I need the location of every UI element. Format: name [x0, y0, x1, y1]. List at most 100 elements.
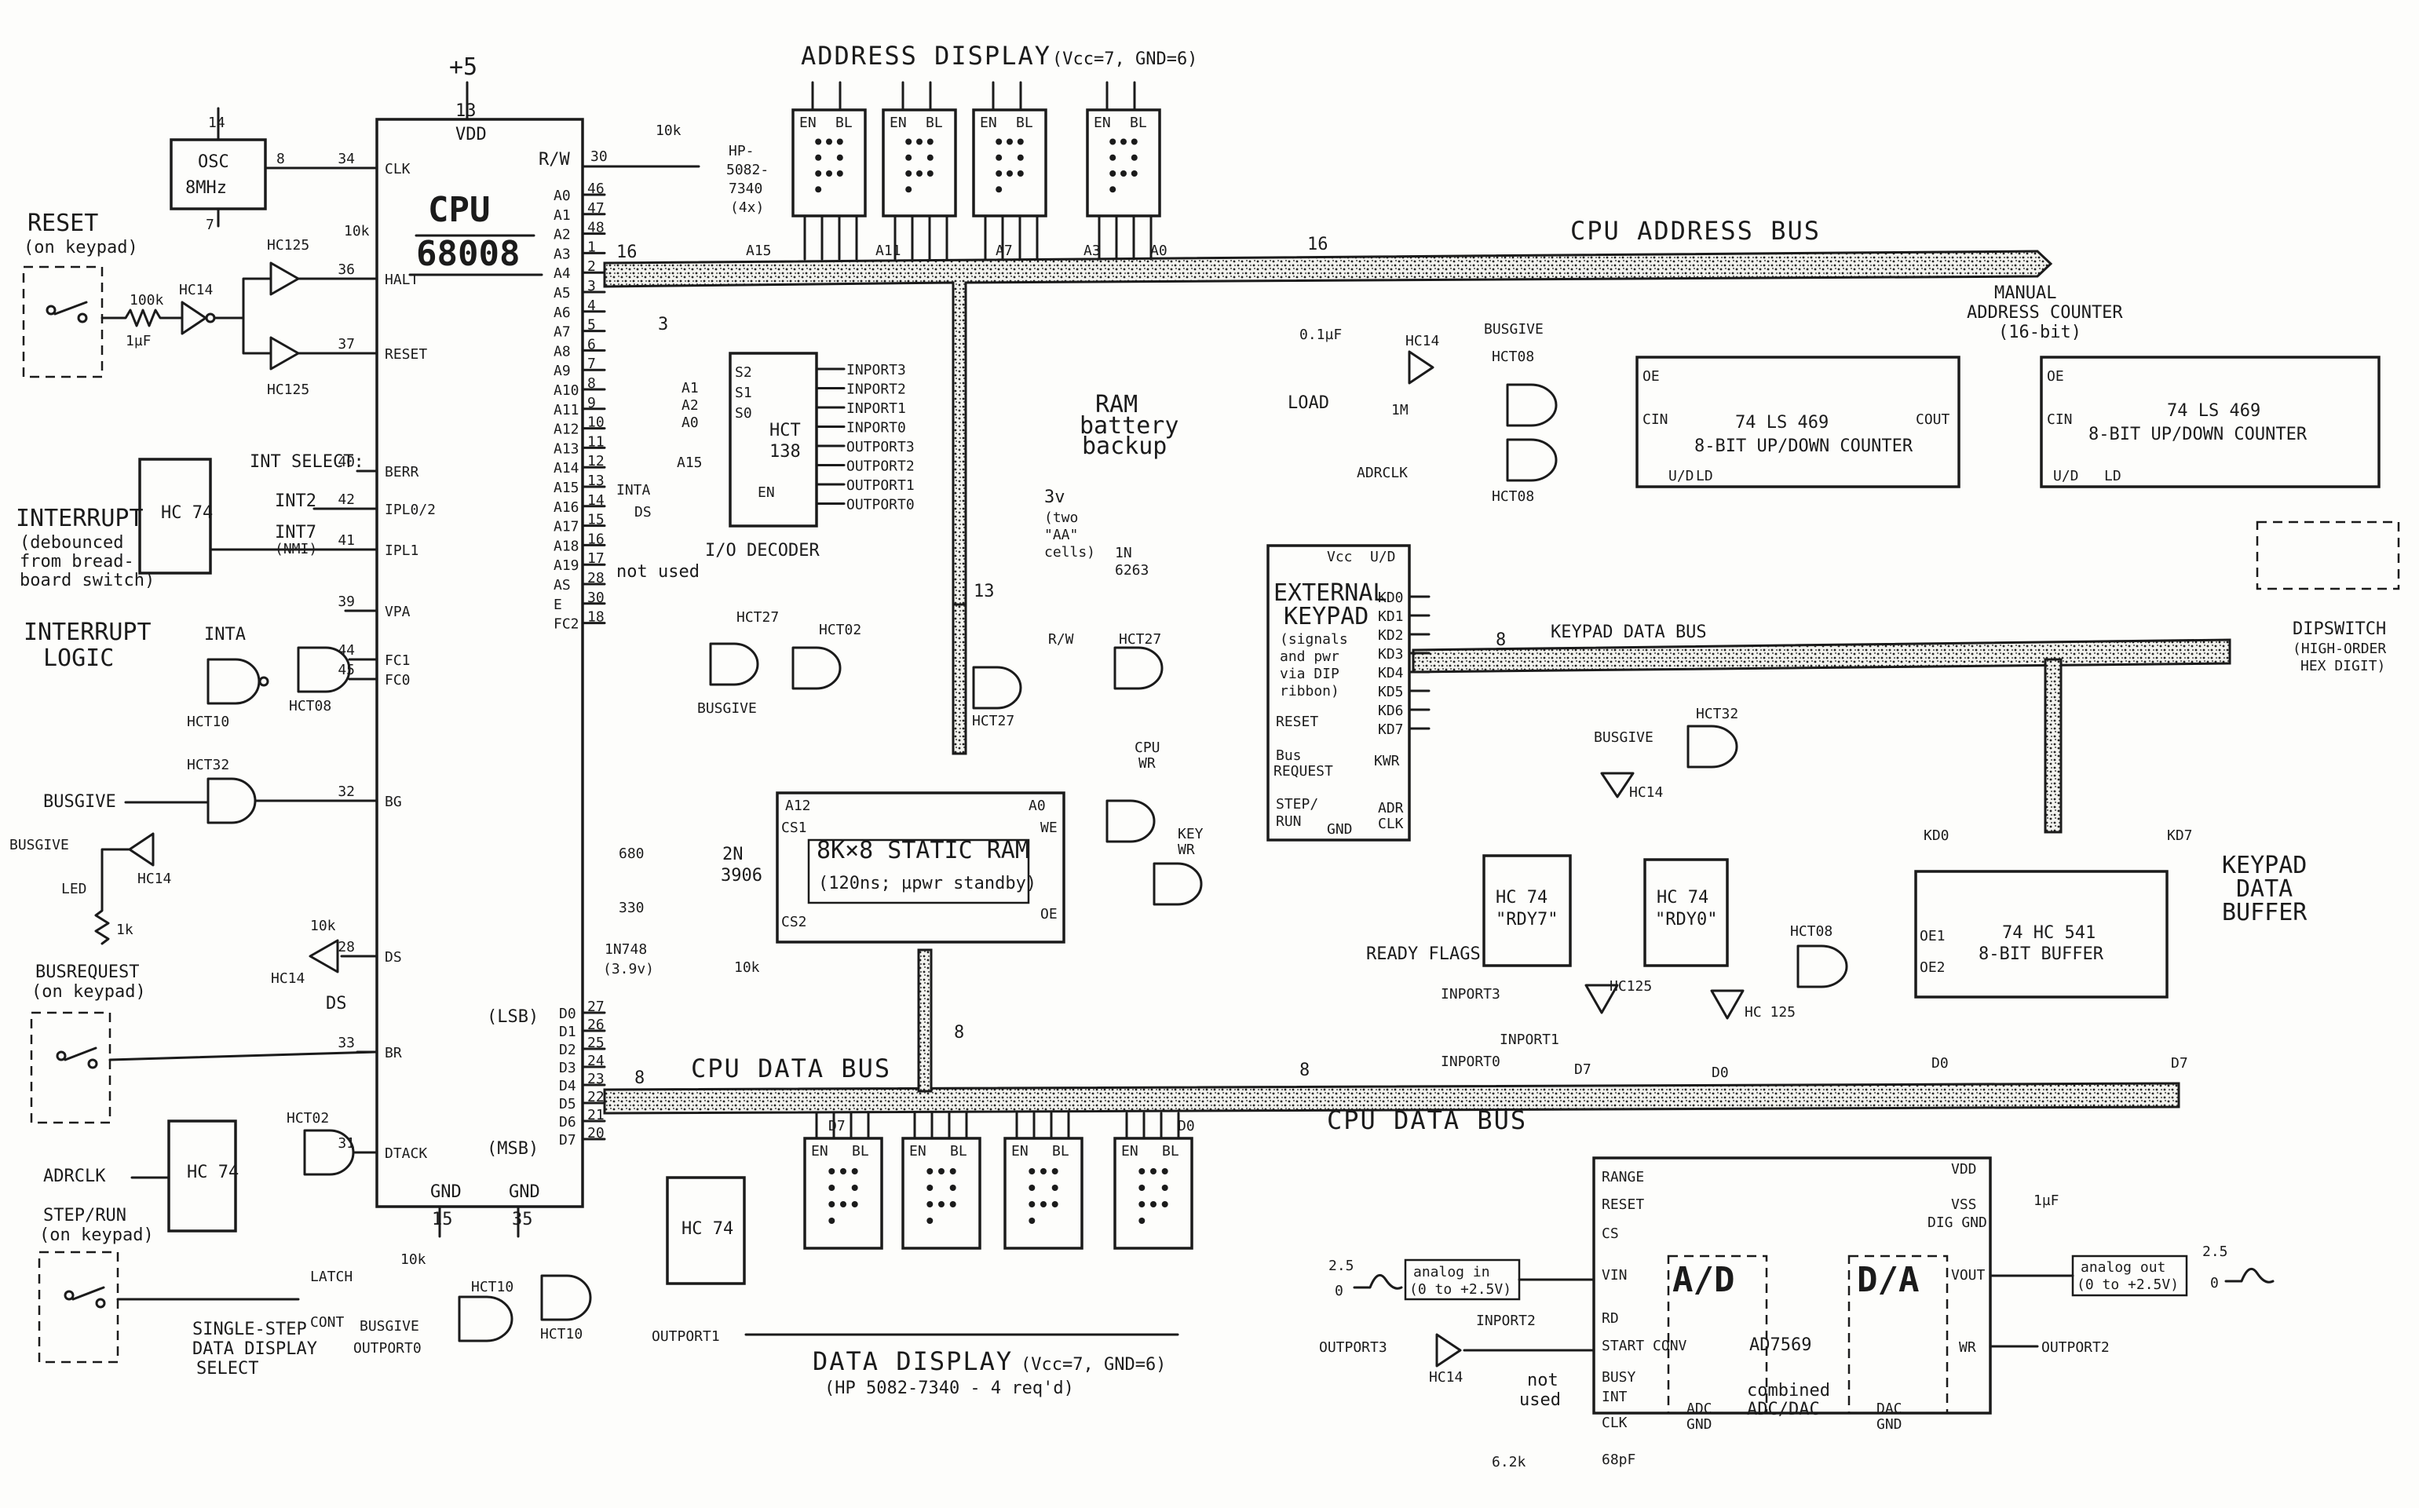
ram-keywr2: WR: [1178, 842, 1195, 858]
adc-ad: A/D: [1672, 1260, 1734, 1300]
cpu-pin-name-ds: DS: [385, 949, 402, 966]
cpu-addr-pin-num-a2: 48: [587, 220, 605, 236]
adc-wr: WR: [1959, 1339, 1976, 1356]
adc-int: INT: [1602, 1389, 1628, 1405]
interrupt-inta: INTA: [204, 625, 246, 645]
cpu-addr-pin-a14: A14: [554, 460, 579, 477]
adc-busy: BUSY: [1602, 1369, 1636, 1386]
adc-analog-out: analog out: [2081, 1259, 2165, 1276]
busrequest-label: BUSREQUEST: [35, 962, 139, 982]
ram-a12: A12: [785, 798, 811, 814]
adc-range: RANGE: [1602, 1169, 1644, 1185]
keypad-adrclk2: CLK: [1378, 816, 1404, 832]
adc-cap: 1µF: [2033, 1192, 2059, 1209]
cpu-data-pin-d3: D3: [559, 1060, 576, 1076]
keypad-pin-kd2: KD2: [1378, 627, 1404, 644]
cpu-gnd-left: GND: [430, 1182, 462, 1202]
interrupt-int7: INT7: [275, 523, 316, 542]
cpu-data-pin-num-d6: 21: [587, 1107, 605, 1123]
busgive-led-label: BUSGIVE: [9, 837, 69, 853]
busgive-label: BUSGIVE: [43, 792, 116, 812]
dtack-circuit: HC 74 HCT02 ADRCLK STEP/RUN (on keypad) …: [38, 1110, 592, 1379]
dtack-ff: HC 74: [187, 1163, 239, 1182]
reset-label: RESET: [27, 210, 98, 237]
io-title: I/O DECODER: [705, 541, 820, 561]
data-display-part: (HP 5082-7340 - 4 req'd): [824, 1379, 1074, 1398]
data-digit-2-en: EN: [909, 1143, 926, 1160]
cpu-data-pin-d6: D6: [559, 1114, 576, 1130]
cpu-pin35: 35: [512, 1210, 533, 1229]
cpu-data-pin-d1: D1: [559, 1024, 576, 1040]
busgive-led: LED: [61, 881, 87, 897]
cpu-pin-num-28: 28: [338, 939, 355, 955]
adc-vout-0: 0: [2210, 1275, 2219, 1291]
cpu-addr-pin-num-a8: 6: [587, 336, 596, 352]
io-output-outport0: OUTPORT0: [846, 497, 915, 513]
bus-cpu-address: CPU ADDRESS BUS: [1570, 216, 1821, 246]
counter-ud-a: U/D: [1668, 468, 1694, 484]
adc-not-used2: used: [1519, 1390, 1561, 1410]
cpu-pin13: 13: [455, 101, 477, 121]
cpu-rw: R/W: [539, 150, 570, 170]
cpu-msb: (MSB): [487, 1139, 539, 1159]
dtack-busgive: BUSGIVE: [360, 1318, 419, 1335]
addr-label-a15: A15: [746, 243, 772, 259]
io-a1: A1: [681, 380, 699, 396]
dtack-gate: HCT02: [287, 1110, 329, 1127]
addr-label-a7: A7: [996, 243, 1013, 259]
ram-r680: 680: [619, 845, 645, 862]
busgive-circuit: HCT32 BUSGIVE BUSGIVE HC14 LED 1k: [9, 757, 378, 945]
cpu-pin-num-41: 41: [338, 532, 355, 549]
cpu-addr-pin-num-a19: 17: [587, 550, 605, 567]
addr-digit-1-en: EN: [799, 115, 817, 131]
bus-w8-b: 8: [1299, 1061, 1310, 1080]
ready-hct32: HCT32: [1696, 706, 1738, 722]
buffer-d7: D7: [2171, 1055, 2188, 1072]
io-output-outport1: OUTPORT1: [846, 477, 915, 494]
adc-vout-25: 2.5: [2202, 1244, 2228, 1260]
dtack-cont: CONT: [310, 1314, 345, 1331]
reset-sub: (on keypad): [24, 238, 138, 257]
io-output-inport3: INPORT3: [846, 362, 906, 378]
counter-oe-a: OE: [1643, 368, 1660, 385]
cpu-addr-pin-num-a4: 2: [587, 258, 596, 275]
adc-vdd: VDD: [1951, 1161, 1977, 1178]
cpu-gnd-right: GND: [509, 1182, 540, 1202]
cpu-pin-name-ipl02: IPL0/2: [385, 502, 436, 518]
dtack-outport0: OUTPORT0: [353, 1340, 422, 1357]
cpu-pin-num-31: 31: [338, 1135, 355, 1152]
address-display: ADDRESS DISPLAY (Vcc=7, GND=6) HP- 5082-…: [656, 41, 1197, 261]
cpu-data-pin-d7: D7: [559, 1132, 576, 1149]
io-ds: DS: [634, 504, 652, 520]
ready-busgive: BUSGIVE: [1594, 729, 1653, 746]
busgive-inv: HC14: [137, 871, 171, 887]
address-display-r: 10k: [656, 122, 681, 139]
adc-inport2: INPORT2: [1476, 1313, 1536, 1329]
adc-clk: CLK: [1602, 1415, 1628, 1431]
cpu-pin-name-vpa: VPA: [385, 604, 411, 620]
buffer-kd0: KD0: [1924, 827, 1949, 844]
ready-hc125: HC125: [1610, 978, 1652, 995]
cpu-addr-pin-num-fc2: 18: [587, 609, 605, 626]
cpu-addr-pin-fc2: FC2: [554, 616, 579, 633]
bus-w8-c: 8: [1496, 630, 1506, 650]
ready-flags: HC 74 "RDY7" HC 74 "RDY0" READY FLAGS IN…: [1366, 706, 1796, 1081]
ready-inport1: INPORT1: [1500, 1032, 1559, 1048]
cpu-addr-pin-a1: A1: [554, 207, 571, 224]
ready-d0: D0: [1712, 1065, 1729, 1081]
keypad-ud: U/D: [1370, 549, 1396, 565]
bus-keypad: KEYPAD DATA BUS: [1551, 623, 1707, 642]
ram-cs1: CS1: [781, 820, 807, 836]
cpu-rw-num: 30: [590, 148, 608, 165]
ram-we: WE: [1040, 820, 1058, 836]
reset-hc125-a: HC125: [267, 237, 309, 254]
keypad-adrclk: ADR: [1378, 800, 1404, 816]
interrupt-hct08: HCT08: [289, 698, 331, 714]
rdy7-ff: HC 74: [1496, 888, 1548, 908]
adc-dacgnd2: GND: [1876, 1416, 1902, 1433]
